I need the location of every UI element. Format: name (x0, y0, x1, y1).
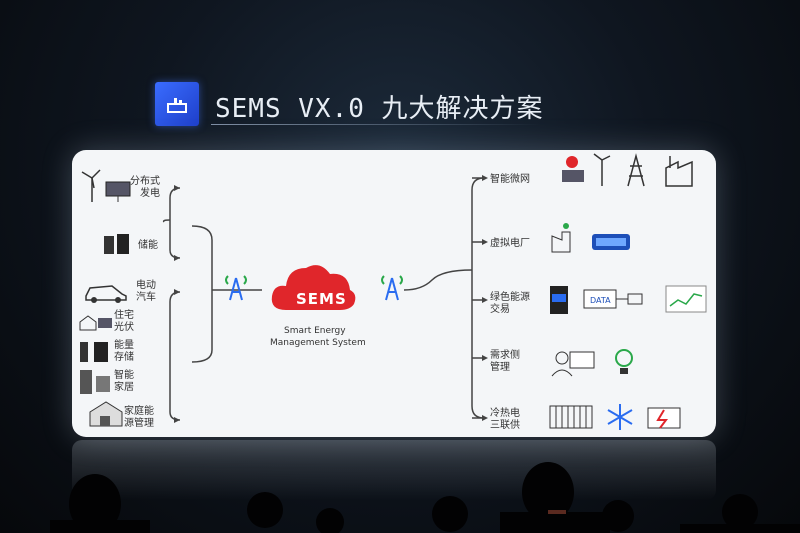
sems-cloud-logo (271, 265, 356, 310)
chart-icon (665, 285, 707, 313)
left-label-5b: 存储 (114, 352, 134, 363)
wind-turbine-icon (81, 169, 131, 202)
car-icon (85, 285, 127, 303)
battery-icon (80, 342, 108, 362)
sun-icon (566, 156, 578, 168)
energy-trade-icons: DATA (550, 285, 707, 314)
left-label-7b: 源管理 (124, 418, 154, 429)
microgrid-icons (562, 153, 693, 187)
right-label-1: 智能微网 (490, 174, 530, 185)
left-label-5a: 能量 (114, 340, 134, 351)
signal-tower-icon (225, 275, 247, 301)
signal-tower-icon (381, 275, 403, 301)
battery-icon (104, 234, 129, 254)
sems-subtitle-2: Management System (270, 338, 366, 348)
snowflake-icon (607, 404, 633, 430)
radiator-icon (549, 405, 593, 429)
audience-silhouettes (50, 462, 800, 533)
left-label-4a: 住宅 (114, 310, 134, 321)
slide-title: SEMS VX.0 九大解决方案 (155, 82, 545, 128)
left-label-4b: 光伏 (114, 322, 134, 333)
virtual-plant-icons (551, 223, 630, 253)
data-box-label: DATA (590, 296, 611, 305)
right-label-3a: 绿色能源 (490, 292, 530, 303)
person-computer-icon (555, 351, 569, 365)
server-icon (80, 370, 110, 394)
left-label-7a: 家庭能 (124, 406, 154, 417)
sems-subtitle-1: Smart Energy (284, 326, 346, 336)
right-label-5b: 三联供 (490, 420, 520, 431)
right-label-5a: 冷热电 (490, 408, 520, 419)
right-label-4a: 需求侧 (490, 350, 520, 361)
sems-label: SEMS (296, 290, 347, 308)
house-icon (79, 315, 112, 331)
right-label-2: 虚拟电厂 (490, 238, 530, 249)
diagram-board: 分布式发电 储能 电动汽车 住宅光伏 能量存储 智能家居 (72, 150, 716, 437)
sems-logo-icon (155, 82, 199, 126)
cchp-icons (549, 404, 681, 430)
lightbulb-icon (615, 349, 633, 367)
title-underline (211, 124, 541, 125)
left-label-6b: 家居 (114, 382, 134, 393)
left-label-6a: 智能 (114, 370, 134, 381)
left-label-3a: 电动 (136, 280, 156, 291)
connector-lines (162, 175, 488, 423)
left-label-2: 储能 (138, 240, 158, 251)
right-label-4b: 管理 (490, 362, 510, 373)
house-icon (89, 401, 123, 427)
left-label-1b: 发电 (140, 188, 160, 199)
demand-icons (551, 349, 633, 377)
left-label-1a: 分布式 (130, 176, 160, 187)
board-reflection (72, 440, 716, 500)
left-label-3b: 汽车 (136, 292, 156, 303)
title-text: SEMS VX.0 九大解决方案 (215, 94, 544, 124)
right-label-3b: 交易 (490, 304, 510, 315)
